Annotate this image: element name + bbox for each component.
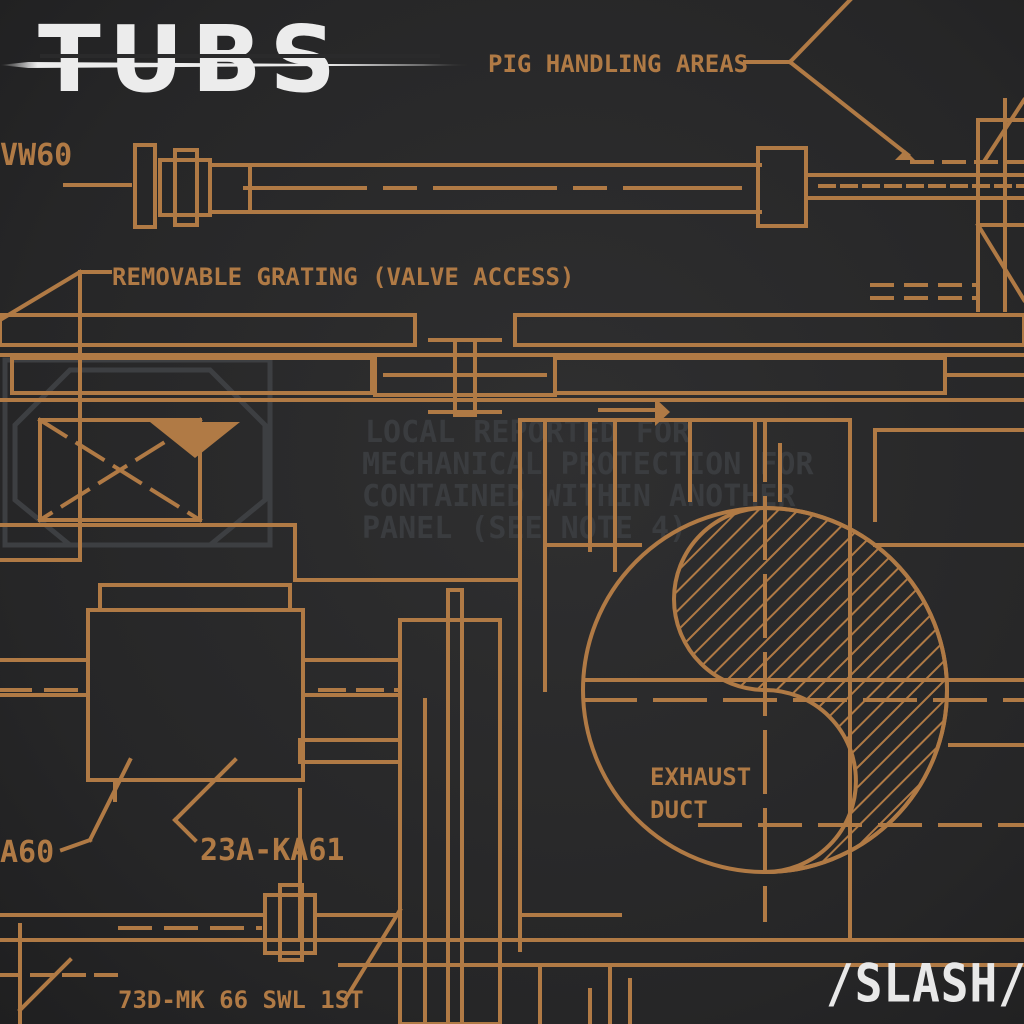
- label-vw60: VW60: [0, 138, 72, 173]
- svg-text:CONTAINED WITHIN ANOTHER: CONTAINED WITHIN ANOTHER: [362, 479, 796, 514]
- label-exhaust: EXHAUST: [650, 763, 751, 791]
- blueprint-labels: PIG HANDLING AREAS VW60 REMOVABLE GRATIN…: [0, 50, 751, 1014]
- label-a60: A60: [0, 835, 54, 870]
- label-bottom-tag: 73D-MK 66 SWL 1ST: [118, 986, 364, 1014]
- band-logo: TUBS: [38, 6, 344, 113]
- svg-text:PANEL (SEE NOTE 4): PANEL (SEE NOTE 4): [362, 511, 687, 546]
- label-pig-handling: PIG HANDLING AREAS: [488, 50, 748, 78]
- label-23a-ka61: 23A-KA61: [200, 833, 345, 868]
- release-title: /SLASH/: [826, 952, 1024, 1015]
- label-removable-grating: REMOVABLE GRATING (VALVE ACCESS): [112, 263, 574, 291]
- logo-cut-line: [40, 54, 440, 58]
- logo-streak: [0, 62, 470, 68]
- label-duct: DUCT: [650, 796, 708, 824]
